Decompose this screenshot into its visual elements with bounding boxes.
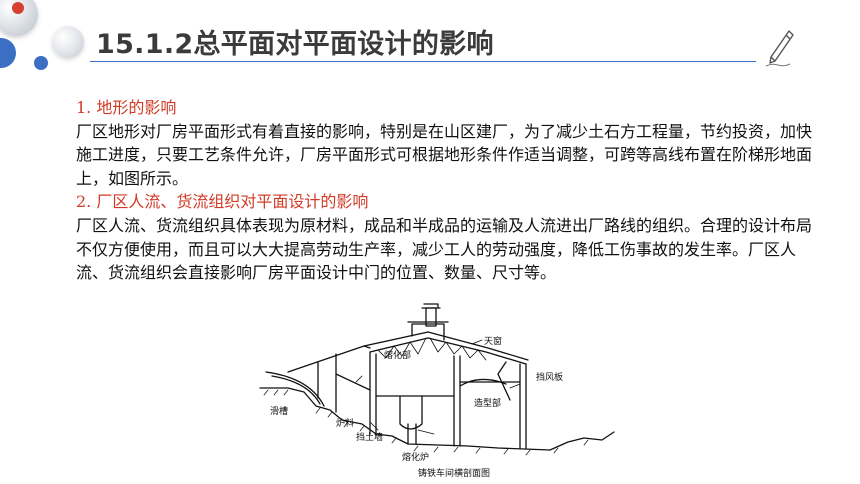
section-heading-terrain: 1. 地形的影响 xyxy=(76,98,177,117)
label-skylight: 天窗 xyxy=(484,335,502,347)
decor-dot-blue xyxy=(34,56,48,70)
label-retaining-wall: 挡土墙 xyxy=(356,431,383,443)
slide-body: 1. 地形的影响 厂区地形对厂房平面形式有着直接的影响，特别是在山区建厂，为了减… xyxy=(76,96,816,285)
section-text-terrain: 厂区地形对厂房平面形式有着直接的影响，特别是在山区建厂，为了减少土石方工程量，节… xyxy=(76,121,813,188)
label-furnace: 熔化炉 xyxy=(402,451,429,463)
decor-circle-small-silver xyxy=(52,26,84,58)
title-underline xyxy=(90,61,756,62)
foundry-cross-section-figure: 天窗 熔化部 造型部 挡风板 滑槽 炉料 挡土墙 熔化炉 铸铁车间横剖面图 xyxy=(259,303,615,479)
section-heading-flow: 2. 厂区人流、货流组织对平面设计的影响 xyxy=(76,192,369,212)
section-text-flow: 厂区人流、货流组织具体表现为原材料，成品和半成品的运输及人流进出厂路线的组织。合… xyxy=(76,215,813,283)
label-wind-board: 挡风板 xyxy=(536,371,563,383)
pencil-icon xyxy=(765,30,794,67)
label-charge: 炉料 xyxy=(336,417,354,429)
slide-title: 15.1.2总平面对平面设计的影响 xyxy=(96,29,494,60)
label-chute: 滑槽 xyxy=(270,405,288,417)
ground-profile xyxy=(259,387,615,451)
label-molding-dept: 造型部 xyxy=(474,397,501,409)
figure-caption: 铸铁车间横剖面图 xyxy=(418,467,490,479)
decor-circle-blue xyxy=(0,38,16,68)
decor-dot-red xyxy=(12,2,24,14)
label-melting-dept: 熔化部 xyxy=(384,349,411,361)
